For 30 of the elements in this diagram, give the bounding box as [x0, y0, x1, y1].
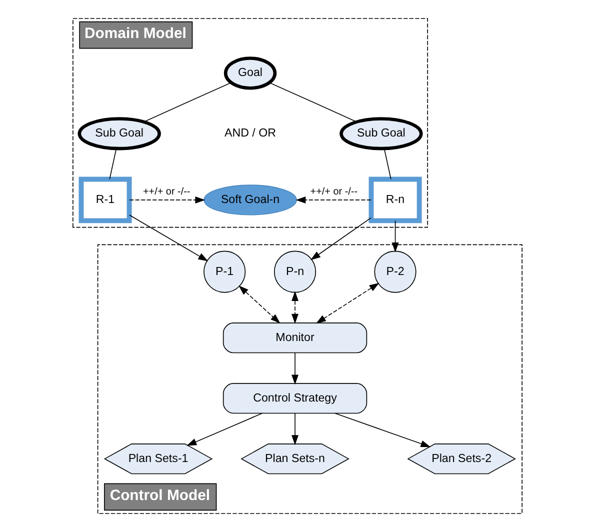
arrow — [129, 214, 208, 262]
label: AND / OR — [224, 126, 276, 140]
connector — [269, 82, 358, 122]
node-box: R-1 — [78, 176, 132, 224]
arrow — [129, 196, 206, 204]
node-box: Monitor — [222, 322, 368, 354]
node-box: R-n — [368, 176, 422, 224]
arrow — [310, 217, 372, 260]
connector — [143, 82, 232, 122]
arrow — [316, 282, 380, 324]
connector — [109, 148, 117, 180]
node-circle: P-2 — [374, 250, 416, 293]
node-ellipse: Sub Goal — [78, 117, 161, 150]
arrow — [392, 220, 399, 252]
node-ellipse: Sub Goal — [340, 117, 423, 150]
node-box: Control Strategy — [222, 383, 368, 414]
edge-label: ++/+ or -/-- — [143, 186, 190, 198]
arrow — [186, 412, 263, 446]
arrow — [292, 412, 298, 446]
arrow — [334, 412, 431, 448]
node-ellipse: Goal — [224, 56, 277, 90]
arrow — [296, 196, 372, 204]
edge-label: ++/+ or -/-- — [310, 186, 358, 198]
node-ellipse: Soft Goal-n — [204, 184, 297, 216]
arrow — [292, 291, 298, 324]
node-circle: P-1 — [204, 250, 246, 293]
arrow — [292, 352, 298, 385]
arrow — [238, 285, 280, 324]
node-circle: P-n — [274, 250, 316, 293]
connector — [384, 148, 392, 180]
